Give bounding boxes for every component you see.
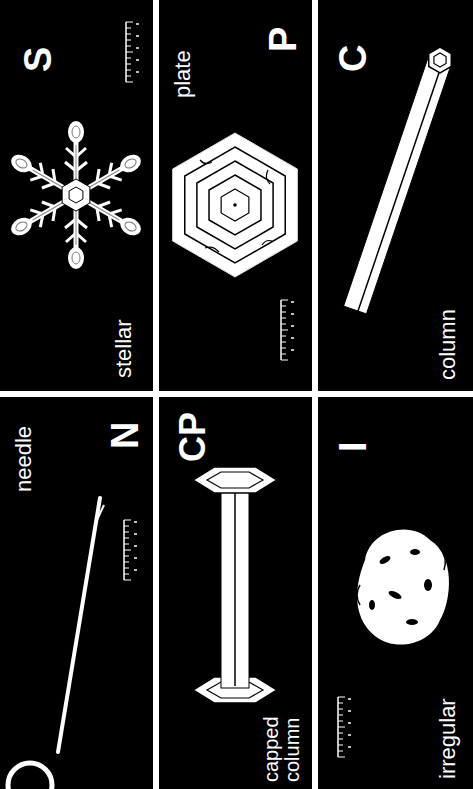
type-name: stellar — [112, 319, 136, 378]
type-letter: I — [333, 441, 375, 452]
type-letter: C — [333, 45, 375, 72]
type-name: plate — [171, 50, 195, 98]
type-letter: CP — [173, 412, 213, 462]
crystal-panel: CP capped column — [159, 397, 312, 789]
crystal-panel: Sstellar — [0, 0, 153, 391]
crystal-panel: Nneedle — [0, 397, 153, 789]
type-name: capped column — [261, 702, 303, 782]
crystal-panel: Pplate — [159, 0, 312, 391]
crystal-panel: Ccolumn — [318, 0, 473, 391]
type-name: column — [436, 309, 460, 380]
crystal-panel: Iirregular — [318, 397, 473, 789]
type-name: irregular — [436, 698, 460, 779]
type-letter: S — [18, 47, 60, 72]
type-letter: N — [105, 422, 147, 449]
type-name: needle — [12, 426, 36, 492]
type-letter: P — [263, 27, 305, 52]
